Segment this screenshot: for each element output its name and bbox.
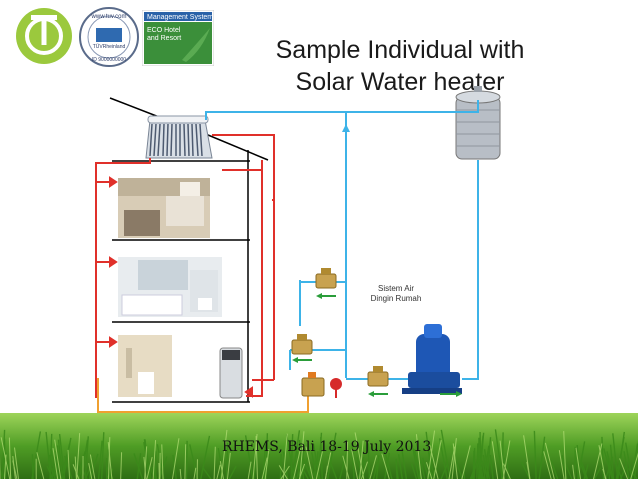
bathroom-photo-2 — [118, 257, 222, 317]
solar-collector — [145, 115, 213, 159]
grass-strip — [0, 413, 638, 479]
bathroom-photo-1 — [118, 178, 210, 238]
system-label-line-1: Sistem Air — [377, 284, 414, 293]
check-valve-1 — [315, 268, 337, 299]
badge-title: Management System — [147, 14, 213, 21]
badge-sub2: and Resort — [147, 35, 181, 42]
hot-water-branches — [96, 169, 262, 398]
system-label: Sistem Air Dingin Rumah — [362, 284, 430, 304]
tuv-seal: www.tuv.com TÜVRheinland ID 9000000000 — [79, 7, 139, 67]
bathroom-photo-3 — [118, 335, 172, 397]
tuv-circle-brand: TÜVRheinland — [93, 43, 126, 50]
return-pipe — [97, 378, 309, 413]
water-pump — [402, 324, 462, 397]
tuv-circle-top: www.tuv.com — [91, 14, 127, 20]
eco-hotel-badge: Management System ECO Hotel and Resort — [142, 10, 214, 66]
water-heater-unit — [219, 347, 243, 399]
water-tank — [455, 86, 501, 160]
cold-flow-markers — [342, 124, 350, 132]
system-label-line-2: Dingin Rumah — [370, 294, 422, 303]
footer-text: RHEMS, Bali 18-19 July 2013 — [222, 439, 432, 455]
title-line-1: Sample Individual with — [275, 36, 525, 64]
check-valve-3 — [367, 366, 389, 397]
ot-logo — [16, 8, 72, 64]
check-valve-2 — [291, 334, 313, 363]
badge-sub1: ECO Hotel — [147, 27, 181, 34]
tuv-circle-id: ID 9000000000 — [92, 57, 126, 63]
pressure-valve — [301, 372, 342, 398]
